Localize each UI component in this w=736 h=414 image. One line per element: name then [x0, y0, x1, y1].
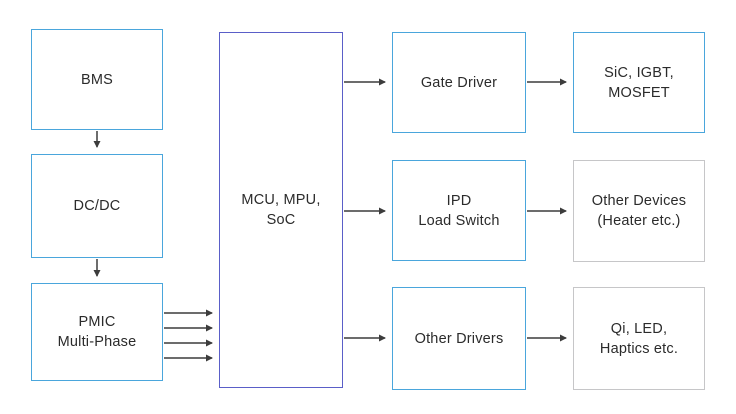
node-other-devices-label-line1: Other Devices — [591, 193, 687, 209]
node-qi-led-haptics: Qi, LED, Haptics etc. — [573, 287, 705, 390]
node-mcu-mpu-soc: MCU, MPU, SoC — [219, 32, 343, 388]
node-other-devices-label-line2: (Heater etc.) — [597, 213, 681, 229]
node-other-drivers: Other Drivers — [392, 287, 526, 390]
node-qi-label-line1: Qi, LED, — [610, 320, 668, 337]
node-dcdc: DC/DC — [31, 154, 163, 258]
node-ipd-label-line1: IPD — [446, 192, 472, 209]
node-dcdc-label: DC/DC — [73, 198, 121, 214]
node-qi-label-line2: Haptics etc. — [599, 340, 679, 357]
node-pmic-label-line1: PMIC — [78, 314, 116, 330]
node-sic-igbt-mosfet: SiC, IGBT, MOSFET — [573, 32, 705, 133]
node-other-devices: Other Devices (Heater etc.) — [573, 160, 705, 262]
node-bms-label: BMS — [80, 71, 114, 88]
node-sic-label-line2: MOSFET — [608, 84, 670, 101]
node-bms: BMS — [31, 29, 163, 130]
node-mcu-label-line2: SoC — [266, 212, 296, 228]
node-sic-label-line1: SiC, IGBT, — [604, 64, 674, 81]
node-other-drivers-label: Other Drivers — [414, 330, 504, 347]
node-pmic-label-line2: Multi-Phase — [57, 334, 137, 350]
node-mcu-label-line1: MCU, MPU, — [241, 192, 321, 208]
node-gate-driver-label: Gate Driver — [420, 74, 498, 91]
node-gate-driver: Gate Driver — [392, 32, 526, 133]
node-ipd-label-line2: Load Switch — [418, 212, 500, 229]
node-ipd-load-switch: IPD Load Switch — [392, 160, 526, 261]
node-pmic-multi-phase: PMIC Multi-Phase — [31, 283, 163, 381]
